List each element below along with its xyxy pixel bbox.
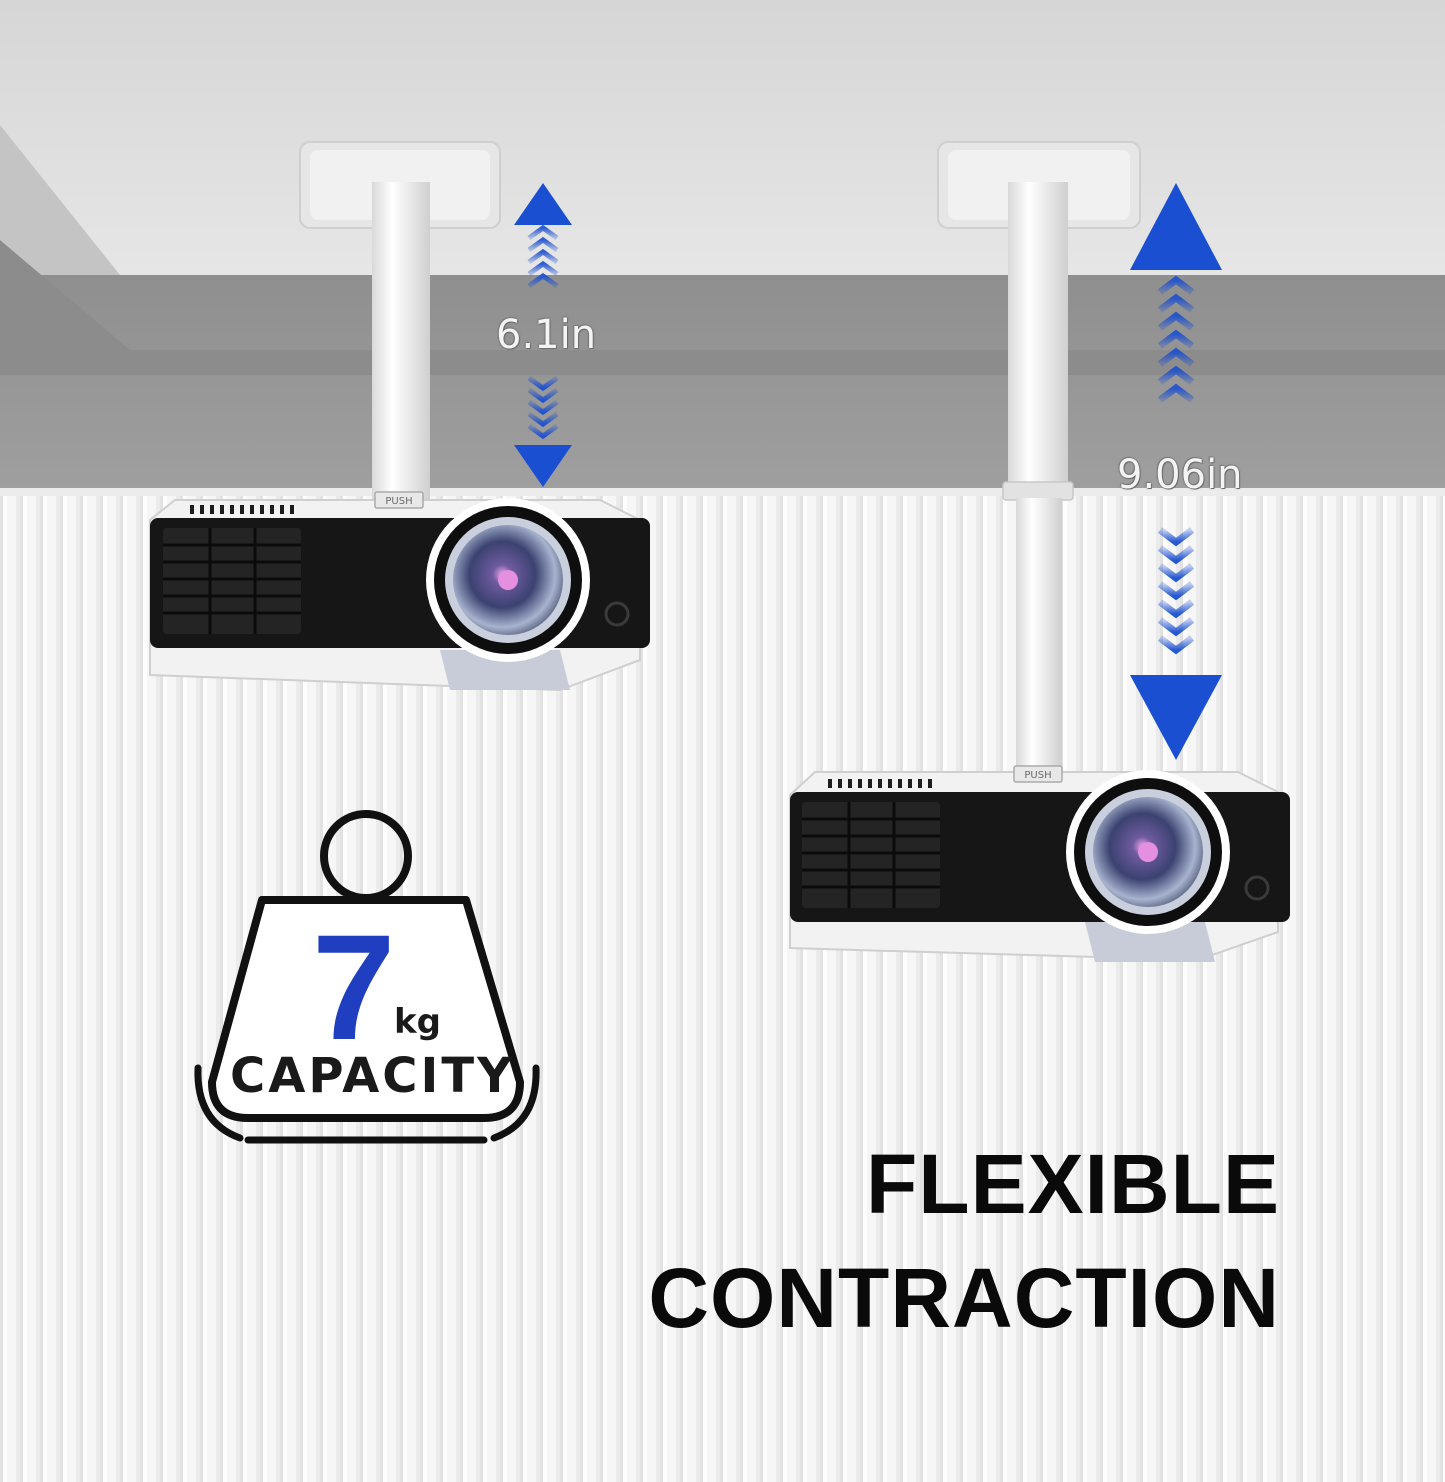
long-extension-arrow-icon bbox=[1130, 183, 1222, 760]
right-mount bbox=[937, 141, 1141, 768]
capacity-unit: kg bbox=[394, 1002, 441, 1042]
short-extension-arrow-icon bbox=[514, 183, 572, 487]
headline-line-1: FLEXIBLE bbox=[865, 1137, 1280, 1231]
headline-line-2: CONTRACTION bbox=[648, 1251, 1280, 1345]
ceiling-top bbox=[0, 0, 1445, 275]
short-extension-measurement: 6.1in bbox=[496, 312, 597, 358]
right-projector bbox=[789, 765, 1290, 962]
long-extension-measurement: 9.06in bbox=[1117, 452, 1243, 498]
kettlebell-weight-icon bbox=[194, 810, 540, 1144]
capacity-label: CAPACITY bbox=[230, 1048, 515, 1104]
capacity-number: 7 bbox=[312, 903, 396, 1071]
ceiling-lip bbox=[0, 240, 1445, 375]
left-mount bbox=[299, 141, 501, 502]
left-projector bbox=[149, 491, 650, 692]
ceiling-band bbox=[0, 275, 1445, 490]
ceiling-edge bbox=[0, 488, 1445, 496]
